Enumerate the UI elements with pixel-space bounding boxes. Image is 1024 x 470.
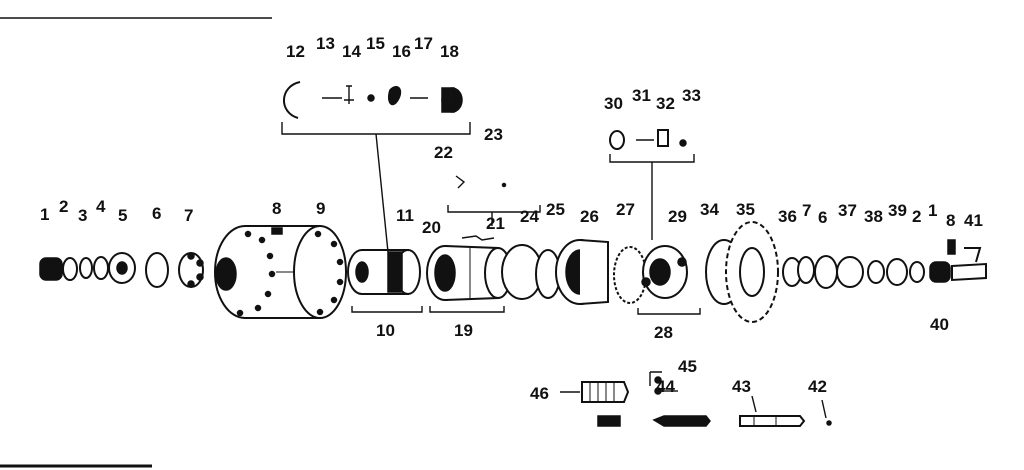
part-2-washer	[62, 257, 78, 281]
part-6-dust-cap-right	[814, 255, 838, 289]
part-5-bore	[116, 261, 128, 275]
part-1-nut-right	[929, 261, 951, 283]
callout-2: 2	[59, 197, 68, 216]
bracket-21	[447, 205, 541, 213]
callout-9: 9	[316, 199, 325, 218]
callout-16: 16	[392, 42, 411, 61]
part-4-cone	[93, 256, 109, 280]
part-22-spring	[455, 175, 466, 189]
callout-15: 15	[366, 34, 385, 53]
callout-14: 14	[342, 42, 361, 61]
callout-27: 27	[616, 200, 635, 219]
part-41-bell-crank	[964, 247, 982, 263]
callout-34: 34	[700, 200, 719, 219]
callout-1: 1	[40, 205, 49, 224]
callout-31: 31	[632, 86, 651, 105]
bracket-19	[429, 306, 505, 313]
part-23-ball	[501, 182, 507, 188]
part-27-planet-cage	[613, 246, 647, 304]
callout-25: 25	[546, 200, 565, 219]
part-39-washer	[886, 258, 908, 286]
part-7-retainer-right	[797, 256, 815, 284]
part-8-oiler	[271, 227, 283, 235]
callout-17: 17	[414, 34, 433, 53]
callout-39: 39	[888, 201, 907, 220]
callout-22: 22	[434, 143, 453, 162]
part-6-dust-cap	[145, 252, 169, 288]
callout-38: 38	[864, 207, 883, 226]
callout-5: 5	[118, 206, 127, 225]
part-26-gear-ring	[555, 239, 609, 305]
callout-35: 35	[736, 200, 755, 219]
part-19-clutch-sleeve	[426, 245, 512, 301]
callout-8: 8	[272, 199, 281, 218]
callout-12: 12	[286, 42, 305, 61]
callout-23: 23	[484, 125, 503, 144]
part-37-cone	[836, 256, 864, 288]
part-45-44-pawls	[649, 371, 678, 395]
callout-3: 3	[78, 206, 87, 225]
part-40-axle-end	[951, 262, 987, 282]
callout-43: 43	[732, 377, 751, 396]
callout-13: 13	[316, 34, 335, 53]
callout-42: 42	[808, 377, 827, 396]
part-46-lower	[597, 415, 621, 427]
part-43-indicator-rod	[739, 415, 806, 427]
part-35-sprocket	[725, 221, 779, 323]
callout-6: 6	[152, 204, 161, 223]
part-9-hub-shell	[214, 225, 347, 319]
callout-46: 46	[530, 384, 549, 403]
callout-21: 21	[486, 214, 505, 233]
callout-20: 20	[422, 218, 441, 237]
callout-30: 30	[604, 94, 623, 113]
callout-2: 2	[912, 207, 921, 226]
bracket-30-33	[609, 154, 695, 163]
part-21-pawls	[461, 235, 495, 241]
bracket-28	[637, 308, 701, 315]
callout-7: 7	[802, 201, 811, 220]
callout-45: 45	[678, 357, 697, 376]
callout-41: 41	[964, 211, 983, 230]
callout-29: 29	[668, 207, 687, 226]
bracket-10	[351, 306, 423, 313]
callout-28: 28	[654, 323, 673, 342]
callout-6: 6	[818, 208, 827, 227]
callout-10: 10	[376, 321, 395, 340]
part-42-pin	[826, 420, 832, 426]
callout-18: 18	[440, 42, 459, 61]
part-38-washer	[867, 260, 885, 284]
part-46-spring	[560, 381, 630, 403]
part-44-lower	[652, 415, 711, 427]
callout-26: 26	[580, 207, 599, 226]
callout-19: 19	[454, 321, 473, 340]
callout-36: 36	[778, 207, 797, 226]
callout-44: 44	[656, 377, 675, 396]
part-1-nut	[39, 257, 63, 281]
part-11-driver	[347, 249, 421, 295]
part-3-washer	[79, 257, 93, 279]
part-29-sun-gear	[641, 245, 688, 299]
bracket-12-18	[281, 122, 471, 135]
leader-12-18	[375, 133, 389, 253]
callout-8: 8	[946, 211, 955, 230]
callout-1: 1	[928, 201, 937, 220]
callout-40: 40	[930, 315, 949, 334]
part-group-12-18	[283, 81, 463, 119]
callout-4: 4	[96, 197, 106, 216]
part-8-pin	[947, 239, 956, 255]
callout-11: 11	[396, 206, 414, 225]
callout-24: 24	[520, 207, 539, 226]
callout-33: 33	[682, 86, 701, 105]
callout-37: 37	[838, 201, 857, 220]
callout-7: 7	[184, 206, 193, 225]
part-group-30-33	[609, 129, 687, 150]
callout-32: 32	[656, 94, 675, 113]
part-2-washer-right	[909, 261, 925, 283]
